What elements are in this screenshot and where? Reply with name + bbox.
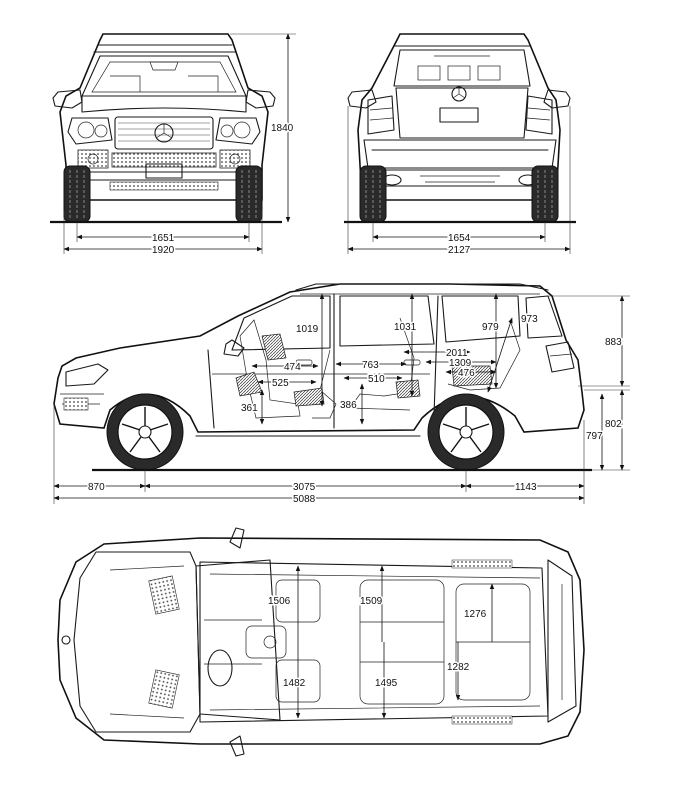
rear-tyre-right [531,165,559,223]
third-seat-depth-label: 476 [458,368,475,379]
front-headlamp-left [67,117,113,145]
roof-height-label: 883 [605,337,622,348]
wheelbase-label: 3075 [293,482,316,493]
side-window-middle [339,295,435,347]
front-seat-depth-label: 525 [272,378,289,389]
front-tyre-right [235,165,263,223]
rear-body-outline [357,33,561,201]
front-grille [114,116,214,150]
rear-track-label: 1654 [448,233,471,244]
side-window-front [231,295,331,351]
front-seat-height-label: 361 [241,403,258,414]
front-mirror-right [245,89,276,109]
side-rear-wheel [427,393,505,471]
second-row-bench [359,579,445,705]
front-legroom-label: 474 [284,362,301,373]
headroom-third-label: 979 [482,322,499,333]
front-mirror-left [52,89,83,109]
length-label: 5088 [293,494,316,505]
height-797-label: 797 [586,431,603,442]
rear-mirror-right [543,89,571,109]
rear-tyre-left [359,165,387,223]
headroom-second-label: 1031 [394,322,417,333]
headroom-cargo-label: 973 [521,314,538,325]
top-body-outline [57,537,585,745]
front-tyre-left [63,165,91,223]
rear-overhang-label: 1143 [515,482,537,493]
top-mirror-lower [229,735,245,757]
headroom-front-label: 1019 [296,324,319,335]
front-seat [239,319,301,419]
headroom-cargo-dimension [487,317,513,393]
front-height-label: 1840 [271,123,294,134]
steering-wheel-icon [207,649,233,687]
front-overhang-label: 870 [88,482,105,493]
second-seat-depth-label: 510 [368,374,385,385]
front-headlamp-right [215,117,261,145]
top-mirror-upper [229,527,245,549]
side-view: 883 802 797 870 3075 1143 5088 1019 1031… [53,283,630,507]
cargo-length-mid-label: 1309 [449,358,472,369]
cargo-length-max-label: 2011 [446,348,468,359]
rear-plate [439,107,479,123]
side-window-rear [441,295,521,343]
third-elbow-label: 1282 [447,662,470,673]
side-front-wheel [106,393,184,471]
front-body-outline [59,33,269,201]
front-width-label: 1920 [152,245,175,256]
front-view: 1840 1651 1920 [50,33,296,258]
rear-mirror-left [347,89,377,109]
rear-view: 1654 2127 [344,33,576,258]
top-view: 1506 1509 1276 1482 1495 1282 [57,527,585,757]
rear-width-label: 2127 [448,245,471,256]
rear-taillamp-left [367,95,395,135]
rear-window [393,49,531,87]
rear-taillamp-right [525,95,553,135]
front-shoulder-label: 1506 [268,596,291,607]
second-elbow-label: 1495 [375,678,398,689]
second-seat-height-label: 386 [340,400,357,411]
front-track-label: 1651 [152,233,175,244]
second-legroom-label: 763 [362,360,379,371]
second-shoulder-label: 1509 [360,596,383,607]
top-star-logo-icon [61,635,71,645]
front-elbow-label: 1482 [283,678,306,689]
third-shoulder-label: 1276 [464,609,487,620]
height-802-label: 802 [605,419,622,430]
